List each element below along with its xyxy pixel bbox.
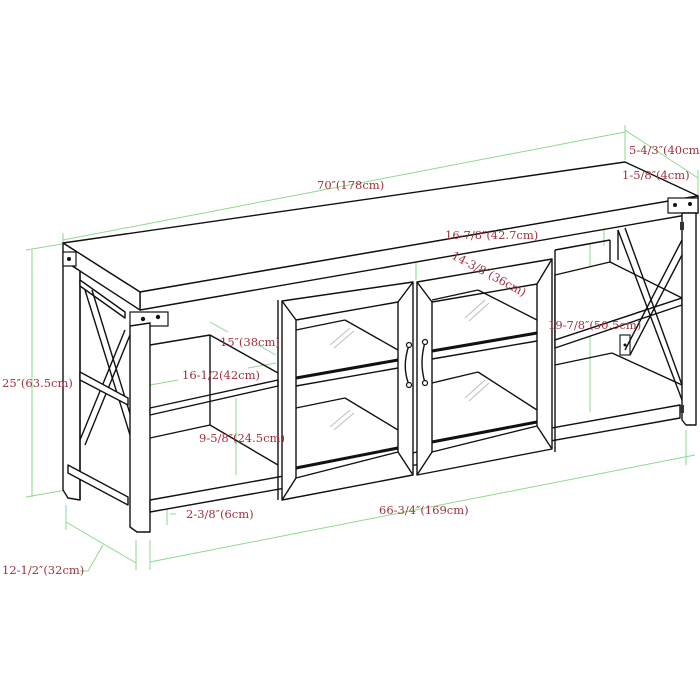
left-x-frame — [67, 279, 136, 506]
leg-depth-label: 12-1/2″(32cm) — [2, 563, 85, 577]
overall-height-label: 25″(63.5cm) — [2, 376, 73, 390]
door-width-label: 16-7/8″(42.7cm) — [445, 228, 539, 242]
left-open-shelf — [149, 334, 279, 466]
right-corner-bracket — [667, 197, 699, 214]
tv-stand — [62, 161, 699, 533]
leg-clearance-label: 2-3/8″(6cm) — [186, 507, 254, 521]
overall-width-label: 70″(178cm) — [317, 178, 385, 192]
left-glass-door — [281, 281, 414, 501]
right-x-frame — [617, 227, 683, 401]
inner-height-label: 19-7/8″(50.5cm) — [548, 318, 642, 332]
overall-depth-label: 5-4/3″(40cm) — [629, 143, 700, 157]
left-front-leg — [129, 322, 151, 533]
right-front-leg — [681, 212, 697, 426]
door-handles — [404, 338, 429, 389]
top-thickness-label: 1-5/8″(4cm) — [622, 168, 690, 182]
inner-width-label: 66-3/4″(169cm) — [379, 503, 469, 517]
shelf-clearance-label: 9-5/8″(24.5cm) — [199, 431, 285, 445]
right-open-shelf — [554, 239, 683, 386]
shelf-depth-label: 15″(38cm) — [220, 335, 280, 349]
right-glass-door — [416, 258, 553, 476]
bottom-shelf — [149, 404, 681, 513]
shelf-width-label: 16-1/2(42cm) — [182, 368, 260, 382]
